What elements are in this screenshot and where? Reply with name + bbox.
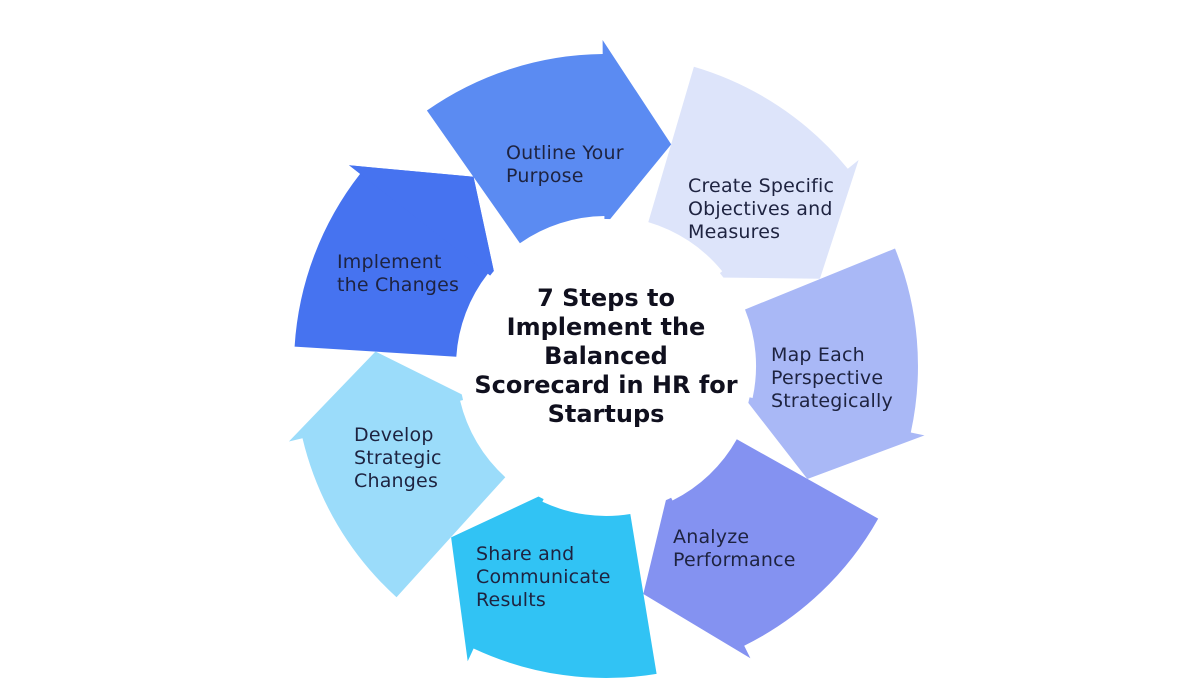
cycle-arrow-step-4 bbox=[643, 439, 879, 659]
step-label-implement-the-changes: Implement the Changes bbox=[337, 251, 460, 296]
diagram-title: 7 Steps to Implement the Balanced Scorec… bbox=[474, 284, 738, 428]
step-label-outline-your-purpose: Outline Your Purpose bbox=[506, 142, 624, 187]
step-label-map-each-perspective-strategically: Map Each Perspective Strategically bbox=[771, 344, 893, 412]
center-circle bbox=[459, 219, 753, 513]
step-label-develop-strategic-changes: Develop Strategic Changes bbox=[354, 424, 442, 492]
cycle-arrow-step-2 bbox=[648, 66, 859, 279]
cycle-arrow-step-7-head-overlap bbox=[349, 165, 496, 280]
cycle-arrow-step-1 bbox=[426, 40, 672, 244]
step-label-create-specific-objectives-and-measures: Create Specific Objectives and Measures bbox=[688, 175, 835, 243]
step-label-share-and-communicate-results: Share and Communicate Results bbox=[476, 543, 611, 611]
cycle-arrow-step-6 bbox=[288, 351, 506, 598]
cycle-arrow-step-5 bbox=[451, 492, 657, 679]
cycle-arrow-step-3 bbox=[742, 248, 925, 479]
step-label-analyze-performance: Analyze Performance bbox=[673, 526, 796, 571]
